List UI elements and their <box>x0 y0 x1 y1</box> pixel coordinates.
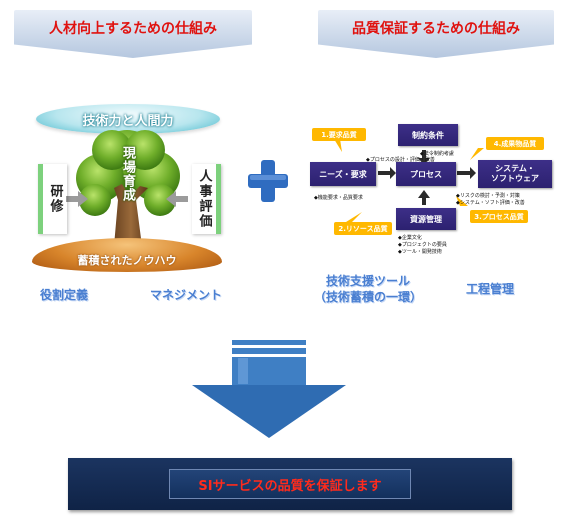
left-banner-text: 人材向上するための仕組み <box>49 21 217 37</box>
left-arrow <box>66 191 88 207</box>
needs-box: ニーズ・要求 <box>310 162 376 186</box>
final-message-inner: SIサービスの品質を保証します <box>169 469 411 499</box>
ground-label: 蓄積されたノウハウ <box>77 254 177 267</box>
callout-required-quality-text: 1.要求品質 <box>321 130 357 139</box>
note-system-2: ◆システム・ソフト評価・改善 <box>456 200 525 206</box>
big-down-arrow <box>192 340 346 438</box>
note-constraint: ◆法令制約考慮 <box>420 151 454 157</box>
evaluation-label: 人事評価 <box>194 169 214 229</box>
resources-text: 資源管理 <box>410 214 442 224</box>
final-message-box: SIサービスの品質を保証します <box>68 458 512 510</box>
needs-text: ニーズ・要求 <box>319 169 367 179</box>
callout-resource-quality: 2.リソース品質 <box>334 222 392 235</box>
tools-label-line2: （技術蓄積の一環） <box>314 290 423 304</box>
skills-pill: 技術力と人間力 <box>36 104 220 134</box>
management-label: マネジメント <box>150 288 223 302</box>
system-box: システム・ ソフトウェア <box>478 160 552 188</box>
right-banner-text: 品質保証するための仕組み <box>352 21 520 37</box>
callout-process-quality: 3.プロセス品質 <box>470 210 528 223</box>
tree-trunk <box>114 184 148 246</box>
note-resources-3: ◆ツール・開発技術 <box>398 249 442 255</box>
right-arrow <box>166 191 188 207</box>
tools-label-line1: 技術支援ツール <box>326 274 411 288</box>
callout-product-quality-text: 4.成果物品質 <box>493 139 537 148</box>
plus-icon <box>248 160 288 202</box>
note-resources-2: ◆プロジェクトの要員 <box>398 242 447 248</box>
system-text: システム・ ソフトウェア <box>491 164 539 183</box>
diagram-arrows <box>378 150 476 205</box>
tree-foliage <box>76 130 180 216</box>
callout-product-quality: 4.成果物品質 <box>486 137 544 150</box>
process-text: プロセス <box>410 169 442 179</box>
training-box: 研修 <box>38 164 67 234</box>
note-system-1: ◆リスクの検討・予測・対策 <box>456 193 520 199</box>
callout-required-quality: 1.要求品質 <box>312 128 366 141</box>
resources-box: 資源管理 <box>396 208 456 230</box>
constraint-box: 制約条件 <box>398 124 458 146</box>
constraint-text: 制約条件 <box>412 130 444 140</box>
callout-pointers <box>334 139 484 222</box>
note-needs: ◆機能要求・品質要求 <box>314 195 363 201</box>
final-message-text: SIサービスの品質を保証します <box>198 478 382 494</box>
note-resources-1: ◆企業文化 <box>398 235 422 241</box>
tree-label: 現場育成 <box>120 146 135 202</box>
callout-resource-quality-text: 2.リソース品質 <box>338 224 388 233</box>
process-box: プロセス <box>396 162 456 186</box>
role-definition-label: 役割定義 <box>40 288 89 302</box>
evaluation-box: 人事評価 <box>192 164 221 234</box>
ground-mound <box>32 238 222 272</box>
callout-process-quality-text: 3.プロセス品質 <box>474 212 524 221</box>
training-label: 研修 <box>45 184 65 214</box>
skills-pill-text: 技術力と人間力 <box>82 113 174 129</box>
process-management-label: 工程管理 <box>466 282 515 296</box>
note-process: ◆プロセスの設計・評価・改善 <box>366 157 435 163</box>
